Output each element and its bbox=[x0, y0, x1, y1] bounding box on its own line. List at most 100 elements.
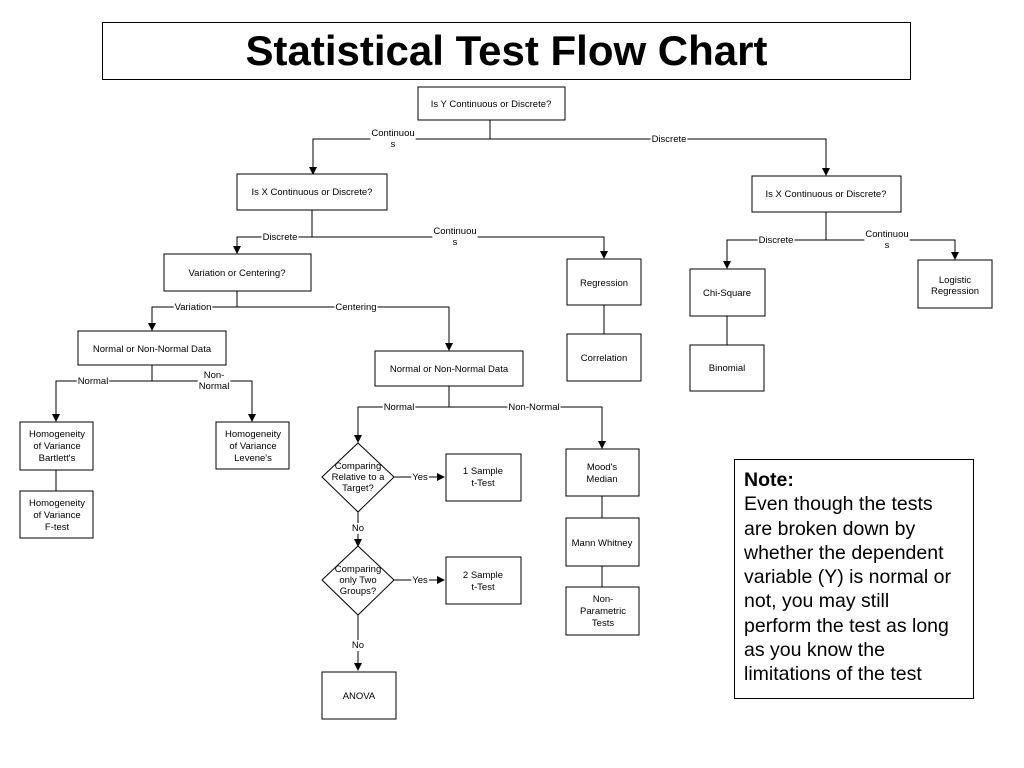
edge-label-background bbox=[261, 232, 299, 243]
label-line: Mann Whitney bbox=[572, 538, 633, 549]
node-chi-square-box bbox=[689, 268, 766, 317]
label-line: s bbox=[885, 240, 890, 251]
node-hov-levene-box bbox=[215, 421, 290, 470]
label-line: of Variance bbox=[229, 441, 276, 452]
edge-label-var-normal: Normal bbox=[78, 376, 109, 387]
edge-label-variation: Variation bbox=[175, 302, 212, 313]
edge-label-background bbox=[432, 226, 478, 248]
label-line: Normal bbox=[78, 376, 109, 387]
node-correlation-label: Correlation bbox=[581, 353, 627, 364]
label-line: Normal bbox=[384, 402, 415, 413]
edge-label-background bbox=[370, 128, 416, 150]
label-line: Variation bbox=[175, 302, 212, 313]
label-line: Non- bbox=[593, 594, 614, 605]
label-line: t-Test bbox=[471, 582, 495, 593]
edge-label-background bbox=[411, 472, 429, 483]
node-x-type-right-box bbox=[751, 175, 902, 213]
node-chi-square-label: Chi-Square bbox=[703, 288, 751, 299]
edge-y-discrete bbox=[490, 138, 830, 176]
node-y-type-box bbox=[417, 86, 566, 121]
page-title: Statistical Test Flow Chart bbox=[245, 27, 768, 74]
node-mann-whitney-box bbox=[565, 517, 640, 567]
label-line: Is X Continuous or Discrete? bbox=[766, 189, 887, 200]
label-line: Median bbox=[586, 474, 617, 485]
node-nonparametric-box bbox=[565, 586, 640, 636]
note-line: perform the test as long bbox=[744, 614, 949, 637]
note-line: Even though the tests bbox=[744, 493, 933, 516]
edge-label-two-no: No bbox=[352, 640, 364, 651]
node-compare-target-diamond bbox=[321, 442, 395, 513]
label-line: Continuou bbox=[433, 226, 476, 237]
edge-label-two-yes: Yes bbox=[412, 575, 428, 586]
label-line: Homogeneity bbox=[29, 498, 85, 509]
label-line: 2 Sample bbox=[463, 570, 503, 581]
node-y-type-label: Is Y Continuous or Discrete? bbox=[431, 99, 552, 110]
edge-label-target-yes: Yes bbox=[412, 472, 428, 483]
label-line: Bartlett's bbox=[39, 453, 76, 464]
label-line: Discrete bbox=[263, 232, 298, 243]
node-normality-variation-box bbox=[77, 330, 227, 366]
node-anova-box bbox=[321, 671, 397, 720]
label-line: Chi-Square bbox=[703, 288, 751, 299]
node-x-type-right-label: Is X Continuous or Discrete? bbox=[766, 189, 887, 200]
title-banner: Statistical Test Flow Chart bbox=[102, 22, 911, 80]
edge-label-background bbox=[350, 640, 366, 651]
label-line: Correlation bbox=[581, 353, 627, 364]
edge-label-background bbox=[173, 302, 213, 313]
edge-centering bbox=[237, 306, 453, 351]
node-one-sample-t-box bbox=[445, 453, 522, 502]
label-line: Levene's bbox=[234, 453, 272, 464]
node-labels: Is Y Continuous or Discrete? Is X Contin… bbox=[29, 99, 979, 702]
node-binomial-box bbox=[689, 344, 765, 392]
label-line: Relative to a bbox=[332, 472, 386, 483]
edge-var-normal bbox=[52, 365, 153, 422]
label-line: s bbox=[453, 237, 458, 248]
node-correlation-box bbox=[566, 333, 642, 382]
node-x-type-left-label: Is X Continuous or Discrete? bbox=[252, 187, 373, 198]
note-box: Note: Even though the tests are broken d… bbox=[734, 459, 974, 699]
edge-label-xl-discrete: Discrete bbox=[263, 232, 298, 243]
label-line: Homogeneity bbox=[225, 429, 281, 440]
label-line: Non-Normal bbox=[508, 402, 559, 413]
edge-label-background bbox=[650, 134, 688, 145]
label-line: Regression bbox=[580, 278, 628, 289]
label-line: Target? bbox=[342, 483, 374, 494]
node-two-sample-t-box bbox=[445, 556, 522, 605]
edge-label-background bbox=[411, 575, 429, 586]
label-line: only Two bbox=[339, 575, 376, 586]
edge-label-background bbox=[350, 523, 366, 534]
label-line: Continuou bbox=[865, 229, 908, 240]
edge-label-centering: Centering bbox=[335, 302, 376, 313]
note-line: variable (Y) is normal or bbox=[744, 566, 951, 589]
edge-label-y-discrete: Discrete bbox=[652, 134, 687, 145]
label-line: ANOVA bbox=[343, 691, 376, 702]
note-line: whether the dependent bbox=[744, 541, 944, 564]
note-line: limitations of the test bbox=[744, 663, 922, 686]
label-line: Mood's bbox=[587, 462, 618, 473]
node-mann-whitney-label: Mann Whitney bbox=[572, 538, 633, 549]
node-regression-label: Regression bbox=[580, 278, 628, 289]
label-line: Binomial bbox=[709, 363, 745, 374]
edge-label-xr-discrete: Discrete bbox=[759, 235, 794, 246]
node-hov-ftest-box bbox=[19, 490, 94, 539]
node-normality-centering-box bbox=[374, 350, 524, 387]
label-line: Yes bbox=[412, 472, 428, 483]
label-line: Comparing bbox=[335, 564, 381, 575]
label-line: Homogeneity bbox=[29, 429, 85, 440]
node-shapes bbox=[19, 86, 993, 720]
label-line: Logistic bbox=[939, 275, 971, 286]
label-line: Discrete bbox=[759, 235, 794, 246]
label-line: t-Test bbox=[471, 478, 495, 489]
note-heading: Note: bbox=[744, 469, 794, 491]
label-line: Normal or Non-Normal Data bbox=[390, 364, 509, 375]
label-line: No bbox=[352, 523, 364, 534]
label-line: Normal or Non-Normal Data bbox=[93, 344, 212, 355]
